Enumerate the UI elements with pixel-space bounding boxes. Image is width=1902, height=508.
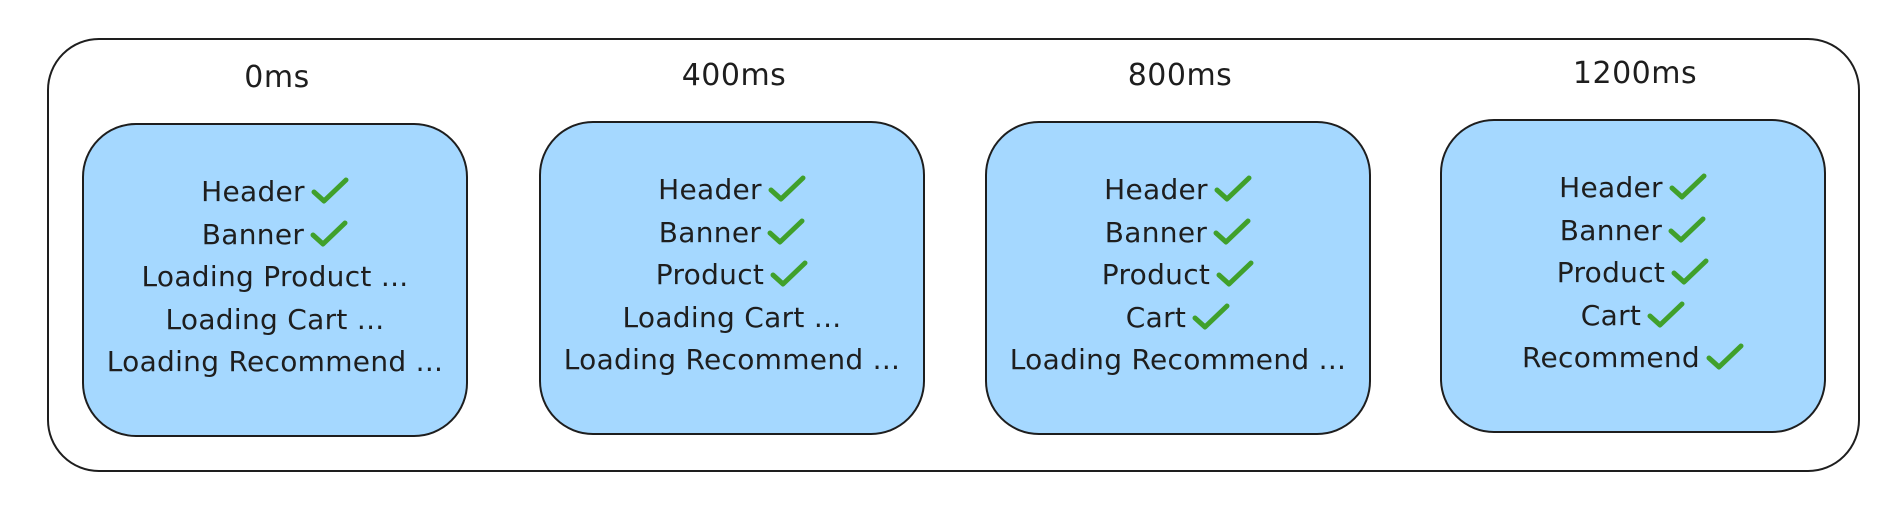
component-label: Header [1559,171,1663,204]
component-item: Product [987,254,1369,297]
component-label: Loading Recommend ... [1009,343,1347,376]
stage-card: Header Banner Loading Product ... Loadin… [82,123,468,437]
component-item: Banner [1442,210,1824,253]
component-label: Recommend [1522,341,1700,374]
component-label: Loading Product ... [141,260,409,293]
component-label: Product [1556,256,1666,289]
component-item: Header [84,171,466,214]
stage-time-label: 800ms [1127,58,1233,93]
component-label: Loading Cart ... [622,300,842,334]
stage-card: Header Banner Product Cart Loading Recom… [985,121,1371,435]
check-icon [1668,216,1706,244]
component-list: Header Banner Product Loading Cart ... L… [541,169,923,382]
component-item: Header [541,169,923,212]
component-label: Cart [1125,300,1187,334]
check-icon [1671,258,1709,286]
component-list: Header Banner Product Cart Loading Recom… [987,169,1369,382]
component-label: Product [1101,258,1211,291]
component-item: Loading Recommend ... [987,339,1369,382]
component-item: Banner [541,212,923,255]
component-item: Product [1442,252,1824,295]
component-label: Banner [1559,213,1663,247]
component-item: Loading Cart ... [84,299,466,342]
component-label: Loading Cart ... [165,302,385,336]
component-label: Banner [1104,215,1208,249]
check-icon [768,175,806,203]
component-label: Loading Recommend ... [563,343,901,376]
component-item: Loading Recommend ... [541,339,923,382]
component-item: Product [541,254,923,297]
stage-time-label: 400ms [681,58,787,93]
timeline-frame [47,38,1860,472]
check-icon [1214,175,1252,203]
component-item: Loading Recommend ... [84,341,466,384]
component-item: Header [987,169,1369,212]
component-item: Banner [84,214,466,257]
stage-time-label: 1200ms [1572,56,1698,91]
stage-card: Header Banner Product Loading Cart ... L… [539,121,925,435]
check-icon [1213,218,1251,246]
component-label: Cart [1580,298,1642,332]
component-label: Header [1104,173,1208,206]
component-item: Recommend [1442,337,1824,380]
component-item: Banner [987,212,1369,255]
check-icon [311,177,349,205]
check-icon [1647,301,1685,329]
component-list: Header Banner Product Cart Recommend [1442,167,1824,380]
component-item: Cart [1442,295,1824,338]
component-list: Header Banner Loading Product ... Loadin… [84,171,466,384]
check-icon [767,218,805,246]
component-label: Banner [658,215,762,249]
check-icon [310,220,348,248]
check-icon [1706,343,1744,371]
check-icon [1669,173,1707,201]
check-icon [1216,260,1254,288]
stage-time-label: 0ms [244,60,310,95]
component-item: Loading Product ... [84,256,466,299]
component-label: Loading Recommend ... [106,345,444,378]
component-label: Product [655,258,765,291]
stage-card: Header Banner Product Cart Recommend [1440,119,1826,433]
check-icon [770,260,808,288]
component-label: Header [201,175,305,208]
component-item: Cart [987,297,1369,340]
check-icon [1192,303,1230,331]
component-label: Banner [201,217,305,251]
component-item: Header [1442,167,1824,210]
component-item: Loading Cart ... [541,297,923,340]
component-label: Header [658,173,762,206]
